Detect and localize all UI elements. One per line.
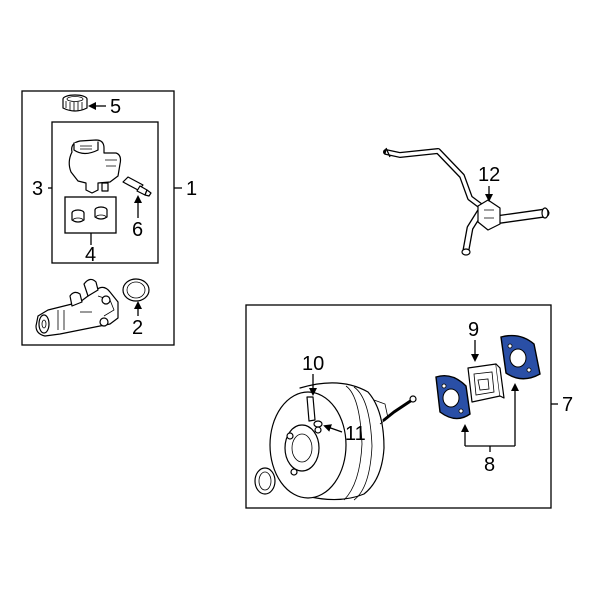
callout-5: 5 — [110, 96, 121, 118]
master-cylinder-body[interactable] — [35, 278, 119, 337]
callout-6: 6 — [132, 219, 143, 241]
booster-group-frame — [245, 304, 552, 509]
booster-gasket-left[interactable] — [435, 374, 471, 420]
callout-2: 2 — [132, 317, 143, 339]
vacuum-hose[interactable] — [383, 147, 550, 256]
callout-9: 9 — [468, 319, 479, 341]
callout-1: 1 — [186, 178, 197, 200]
booster-gasket-right[interactable] — [500, 334, 541, 380]
master-cylinder-o-ring[interactable] — [122, 278, 150, 302]
callout-7: 7 — [562, 394, 573, 416]
leader-8 — [461, 383, 519, 452]
callout-11: 11 — [345, 423, 366, 445]
leader-11 — [323, 424, 343, 433]
callout-3: 3 — [32, 178, 43, 200]
brake-booster[interactable] — [269, 382, 417, 501]
callout-12: 12 — [478, 164, 500, 186]
brake-fluid-reservoir[interactable] — [68, 139, 122, 194]
reservoir-grommets[interactable] — [71, 206, 108, 223]
booster-spacer[interactable] — [467, 363, 505, 403]
callout-4: 4 — [85, 244, 96, 266]
master-cylinder-group-frame — [21, 90, 175, 346]
callout-8: 8 — [484, 454, 495, 476]
check-valve[interactable] — [306, 396, 323, 428]
booster-seal-ring[interactable] — [254, 467, 276, 495]
fluid-level-sensor[interactable] — [122, 176, 152, 197]
reservoir-cap[interactable] — [62, 94, 88, 112]
callout-10: 10 — [302, 353, 324, 375]
reservoir-subgroup-frame — [51, 121, 159, 264]
